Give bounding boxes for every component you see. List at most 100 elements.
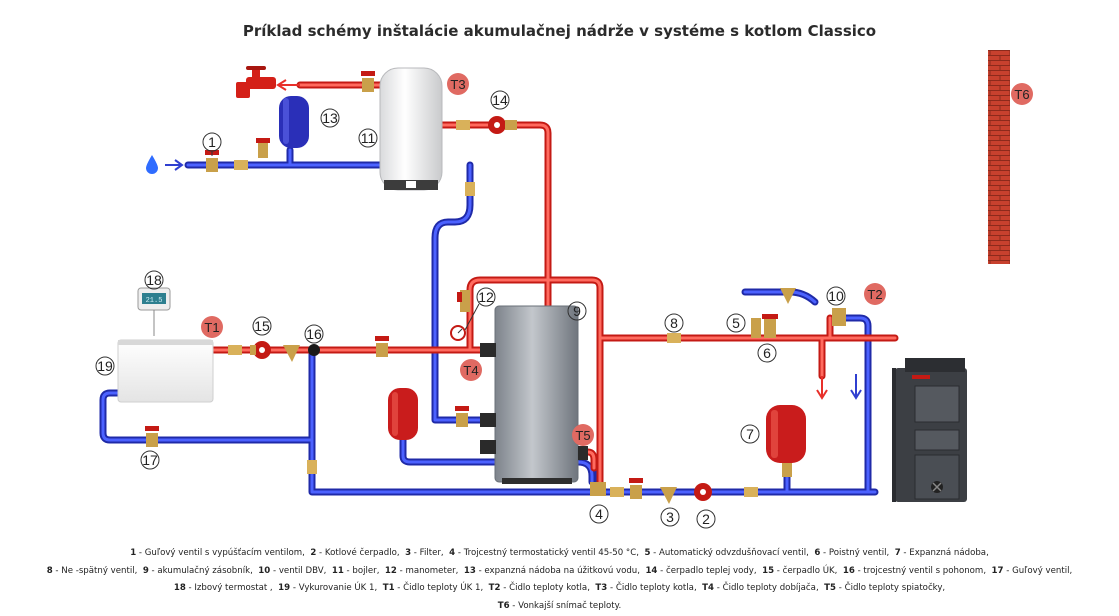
fittings — [145, 71, 846, 504]
hot-water-boiler — [379, 67, 443, 191]
expansion-vessel-7 — [766, 405, 806, 477]
coupling-icon — [234, 160, 248, 170]
water-drop-icon — [146, 155, 158, 174]
expansion-vessel-dhw — [279, 96, 309, 148]
legend: 1 - Guľový ventil s vypúšťacím ventilom,… — [0, 545, 1119, 615]
safety-valve-icon — [258, 140, 268, 158]
coupling-icon — [307, 460, 317, 474]
svg-text:12: 12 — [478, 289, 494, 305]
svg-text:11: 11 — [361, 130, 376, 146]
svg-text:7: 7 — [746, 426, 754, 442]
sensor-T1: T1 — [201, 316, 223, 338]
svg-text:15: 15 — [254, 318, 270, 334]
svg-text:5: 5 — [732, 315, 740, 331]
svg-text:T4: T4 — [463, 363, 478, 378]
coupling-icon — [610, 487, 624, 497]
diagram-title: Príklad schémy inštalácie akumulačnej ná… — [242, 22, 877, 40]
pump-icon — [250, 341, 271, 359]
solid-fuel-boiler — [892, 358, 967, 502]
filter-icon — [780, 288, 796, 304]
svg-text:T3: T3 — [450, 77, 465, 92]
exterior-wall — [988, 50, 1010, 264]
sensor-T3: T3 — [447, 73, 469, 95]
svg-text:10: 10 — [828, 288, 844, 304]
ball-valve-icon — [361, 71, 375, 92]
sensor-T6: T6 — [1011, 83, 1033, 105]
coupling-icon — [456, 120, 470, 130]
callout-8: 8 — [664, 313, 684, 333]
room-thermostat: 21.5 — [137, 287, 171, 336]
callout-18: 18 — [144, 270, 164, 290]
svg-text:9: 9 — [573, 303, 581, 319]
pump-icon — [488, 116, 517, 134]
coupling-icon — [667, 333, 681, 343]
flow-arrows — [165, 79, 862, 400]
air-vent-icon — [751, 318, 761, 338]
svg-text:T6: T6 — [1014, 87, 1029, 102]
flow-arrow-hot-down — [816, 376, 828, 400]
expansion-vessel-heating — [388, 388, 418, 440]
svg-text:14: 14 — [492, 92, 508, 108]
svg-text:6: 6 — [763, 345, 771, 361]
svg-text:16: 16 — [306, 326, 322, 342]
svg-text:2: 2 — [702, 511, 710, 527]
callout-12: 12 — [464, 287, 496, 331]
hot-pipes — [209, 81, 899, 489]
callout-17: 17 — [140, 450, 160, 470]
accumulation-tank — [480, 305, 588, 484]
callout-10: 10 — [826, 286, 846, 306]
sensor-badges: T1 T2 T3 T4 T5 T6 — [201, 73, 1033, 446]
svg-text:8: 8 — [670, 315, 678, 331]
ball-valve-icon — [455, 406, 469, 427]
callout-7: 7 — [740, 424, 760, 444]
svg-text:18: 18 — [146, 272, 162, 288]
callout-2: 2 — [696, 509, 716, 529]
ball-valve-icon — [145, 426, 159, 447]
svg-text:13: 13 — [322, 110, 338, 126]
filter-3-icon — [660, 487, 677, 504]
radiator — [117, 339, 214, 403]
legend-line-3: 18 - Izbový termostat , 19 - Vykurovanie… — [173, 583, 946, 593]
flow-arrow-hot-out — [276, 79, 300, 91]
callout-15: 15 — [252, 316, 272, 336]
svg-text:3: 3 — [666, 509, 674, 525]
thermostat-display: 21.5 — [146, 297, 163, 305]
legend-line-4: T6 - Vonkajší snímač teploty. — [497, 600, 622, 611]
water-tap-icon — [236, 66, 276, 98]
sensor-T4: T4 — [460, 359, 482, 381]
ball-valve-icon — [375, 336, 389, 357]
coupling-icon — [465, 182, 475, 196]
callout-5: 5 — [726, 313, 746, 333]
svg-text:4: 4 — [595, 506, 603, 522]
sensor-T5: T5 — [572, 424, 594, 446]
svg-text:T2: T2 — [867, 287, 882, 302]
coupling-icon — [744, 487, 758, 497]
callout-13: 13 — [320, 108, 340, 128]
callout-3: 3 — [660, 507, 680, 527]
callout-9: 9 — [567, 301, 587, 321]
callout-19: 19 — [95, 356, 115, 376]
legend-line-1: 1 - Guľový ventil s vypúšťacím ventilom,… — [130, 548, 989, 558]
svg-text:T5: T5 — [575, 428, 590, 443]
three-way-valve-icon — [308, 344, 320, 356]
callout-11: 11 — [358, 128, 378, 148]
callout-6: 6 — [757, 343, 777, 363]
coupling-icon — [228, 345, 242, 355]
callout-14: 14 — [490, 90, 510, 110]
callout-1: 1 — [202, 132, 222, 156]
svg-text:T1: T1 — [204, 320, 219, 335]
svg-text:1: 1 — [208, 134, 216, 150]
ball-valve-icon — [629, 478, 643, 499]
svg-text:17: 17 — [142, 452, 158, 468]
flow-arrow-cold-in — [165, 159, 184, 171]
legend-line-2: 8 - Ne -spätný ventil, 9 - akumulačný zá… — [46, 565, 1073, 576]
svg-text:19: 19 — [97, 358, 113, 374]
thermostatic-valve-icon — [590, 482, 606, 496]
callout-16: 16 — [304, 324, 324, 344]
sensor-T2: T2 — [864, 283, 886, 305]
safety-valve-6-icon — [764, 316, 776, 338]
filter-icon — [283, 345, 300, 362]
heating-schematic: 21.5 — [95, 50, 1033, 529]
dbv-valve-icon — [832, 308, 846, 326]
flow-arrow-cold-down — [850, 374, 862, 400]
